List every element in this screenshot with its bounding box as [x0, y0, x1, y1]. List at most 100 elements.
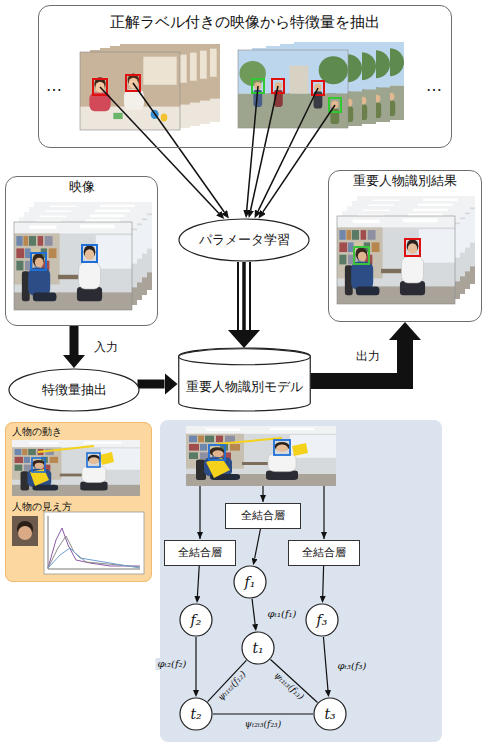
node-label: 重要人物識別モデル: [186, 379, 303, 396]
result-panel: 重要人物識別結果: [328, 170, 482, 322]
pair-link: [213, 713, 313, 714]
face-box: [405, 239, 420, 256]
input-video-panel: 映像: [5, 176, 158, 326]
potential-label: ψₜ₁ₜ₃(f₁₃): [271, 669, 308, 704]
circle-shape: [234, 566, 266, 598]
node-label: 重要人物識別結果: [353, 173, 457, 190]
face-skin: [18, 526, 32, 540]
feature-node: f₂: [179, 603, 213, 637]
model-input-picture: [186, 426, 336, 486]
layer-box: 全結合層: [225, 503, 301, 529]
training-arrow: [100, 87, 219, 213]
motion-mark: [292, 443, 308, 456]
node-label: 特徴量抽出: [42, 382, 107, 399]
cylinder-top: [178, 349, 310, 365]
process-ellipse: 特徴量抽出: [8, 368, 140, 412]
output-arrow: [311, 340, 406, 381]
flow-label: 出力: [354, 349, 382, 363]
feed-arrow: [199, 486, 200, 539]
feed-arrow: [262, 486, 263, 502]
plot-curve: [48, 528, 140, 568]
video-frame: [14, 222, 132, 310]
node-label: 正解ラベル付きの映像から特徴量を抽出: [110, 13, 380, 33]
layer-arrow: [255, 529, 261, 558]
node-label: 全結合層: [178, 546, 222, 560]
model-detail-panel: [160, 420, 442, 742]
label-node: t₂: [179, 697, 213, 731]
feed-arrow: [323, 486, 324, 539]
node-label: 全結合層: [241, 509, 285, 523]
video-frame: [186, 426, 336, 486]
picture-to-layer-arrows: [200, 486, 324, 539]
plot-curve: [48, 536, 140, 568]
motion-line: [38, 446, 94, 452]
video-frame: [337, 216, 455, 304]
math-symbol: f₂: [191, 611, 202, 629]
input-frames: [14, 202, 152, 310]
ellipse-shape: [9, 369, 139, 411]
edge-stripe: [239, 262, 249, 330]
potential-label: φₜ₂(f₂): [156, 658, 189, 670]
label-node: t₃: [313, 697, 347, 731]
circle-shape: [180, 604, 212, 636]
layer-arrow: [322, 566, 324, 596]
math-symbol: t₃: [324, 705, 335, 723]
circle-shape: [242, 632, 274, 664]
potential-label: φₜ₁(f₁): [266, 608, 299, 620]
face-box: [209, 445, 225, 460]
plot-axis: [48, 516, 49, 569]
video-frame: [12, 440, 140, 496]
learning-arrow: [237, 262, 251, 330]
feature-node: f₁: [233, 565, 267, 599]
factor-arrow: [195, 637, 196, 690]
node-label: 全結合層: [302, 546, 346, 560]
potential-label: ψₜ₂ₜ₃(f₂₃): [243, 719, 283, 730]
feature-panel: 人物の動き人物の見え方: [5, 422, 152, 582]
appearance-picture: [12, 512, 144, 574]
layer-box: 全結合層: [288, 540, 360, 566]
potential-label: φₜ₃(f₃): [336, 660, 369, 672]
motion-picture: [12, 440, 140, 496]
cylinder-body: [178, 348, 310, 411]
training-arrow: [258, 88, 318, 211]
math-symbol: f₁: [245, 573, 256, 591]
training-arrow: [251, 86, 278, 210]
face-box: [274, 440, 290, 455]
edge-stripes: [244, 262, 245, 330]
feature-panel-fill: [5, 422, 152, 582]
face-box: [82, 245, 97, 262]
plot-curve: [48, 548, 140, 568]
circle-shape: [180, 698, 212, 730]
face-box: [31, 253, 46, 270]
circle-shape: [306, 604, 338, 636]
layer-box: 全結合層: [164, 540, 236, 566]
frame-outline: [337, 216, 455, 304]
motion-mark: [100, 452, 114, 465]
factor-arrow: [252, 599, 255, 624]
result-frames: [337, 196, 475, 304]
flow-arrow: [137, 380, 164, 389]
ellipse-shape: [179, 219, 309, 261]
node-label: パラメータ学習: [199, 232, 290, 249]
histogram-plot: [44, 512, 144, 574]
frame-outline: [14, 222, 132, 310]
face-box: [32, 458, 45, 472]
ellipsis-mark: …: [426, 76, 442, 95]
label-node: t₁: [241, 631, 275, 665]
layer-arrow: [197, 566, 199, 596]
math-symbol: t₁: [252, 639, 263, 657]
feature-node: f₃: [305, 603, 339, 637]
ellipsis-mark: …: [46, 76, 62, 95]
edge-stripe: [242, 262, 246, 330]
math-symbol: t₂: [190, 705, 201, 723]
motion-mark: [206, 458, 230, 478]
node-label: 人物の動き: [12, 425, 62, 438]
input-arrow: [70, 326, 79, 355]
plot-axis: [48, 569, 140, 570]
factor-arrow: [323, 637, 328, 690]
node-label: 映像: [69, 179, 95, 196]
training-frames-right: [238, 42, 404, 128]
dataset-panel: 正解ラベル付きの映像から特徴量を抽出: [38, 5, 452, 148]
